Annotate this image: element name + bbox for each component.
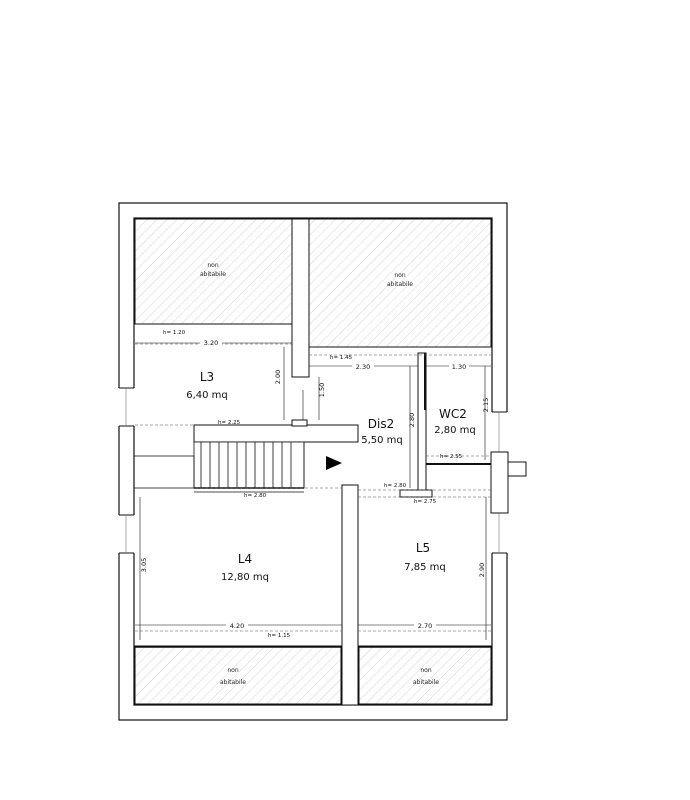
dim-l3-height: 2.00 [274,370,282,384]
wall-wc-bottom [399,489,433,498]
na-label-4b: abitabile [413,679,439,686]
non-habitable-bottom-right [358,645,492,705]
dimension-labels: 3.20 2.00 1.50 2.30 1.30 2.15 2.80 4.20 … [140,338,490,630]
wall-l4-l5 [341,484,359,706]
room-l4-area: 12,80 mq [221,572,269,583]
na-label-3a: non [227,667,238,674]
room-l3-area: 6,40 mq [186,390,228,401]
dim-l4-width: 4.20 [230,622,244,630]
roof-height-lines [135,343,491,632]
h-label-l5-top: h= 2.80 [384,483,407,489]
dimension-lines [135,342,491,640]
h-label-dis: h= 1.45 [330,355,353,361]
dim-dis-height: 2.80 [408,413,416,427]
non-habitable-bottom-left [134,645,342,705]
h-label-l4: h= 1.15 [268,633,291,639]
room-dis2-area: 5,50 mq [361,435,403,446]
room-l5-name: L5 [416,541,430,555]
stair-arrow-icon [326,456,342,470]
na-label-1b: abitabile [200,271,226,278]
h-label-wc: h= 2.55 [440,454,463,460]
staircase[interactable] [133,441,305,493]
h-label-l3: h= 1.20 [163,330,186,336]
room-dis2-name: Dis2 [368,417,394,431]
na-label-4a: non [420,667,431,674]
room-labels: L3 6,40 mq Dis2 5,50 mq WC2 2,80 mq L4 1… [186,370,476,583]
h-label-l5-b: h= 2.75 [414,499,437,505]
dim-dis-width: 2.30 [356,363,370,371]
dim-l3-width: 3.20 [204,339,218,347]
dim-stair-gap: 1.50 [318,383,326,397]
height-labels: h= 1.20 h= 1.45 h= 2.25 h= 2.80 h= 2.55 … [163,330,463,639]
non-habitable-zones [134,218,492,705]
room-wc2-area: 2,80 mq [434,425,476,436]
dim-wc-side: 2.15 [482,398,490,412]
h-label-stair: h= 2.25 [218,420,241,426]
wall-center-vertical [291,218,310,378]
room-l3-name: L3 [200,370,214,384]
interior-walls [135,218,491,706]
na-label-2a: non [394,272,405,279]
room-wc2-name: WC2 [439,407,467,421]
dim-l4-height: 3.05 [140,558,148,572]
chimney [490,451,527,514]
dim-wc-width: 1.30 [452,363,466,371]
room-l4-name: L4 [238,552,252,566]
dim-l5-height: 2.90 [478,563,486,577]
room-l5-area: 7,85 mq [404,562,446,573]
wall-stair-top [193,424,359,443]
dim-l5-width: 2.70 [418,622,432,630]
window-openings [118,387,508,554]
non-habitable-top-left [134,218,293,325]
na-label-1a: non [207,262,218,269]
na-label-3b: abitabile [220,679,246,686]
non-habitable-labels: non abitabile non abitabile non abitabil… [200,262,439,686]
h-label-stair-low: h= 2.80 [244,493,267,499]
na-label-2b: abitabile [387,281,413,288]
